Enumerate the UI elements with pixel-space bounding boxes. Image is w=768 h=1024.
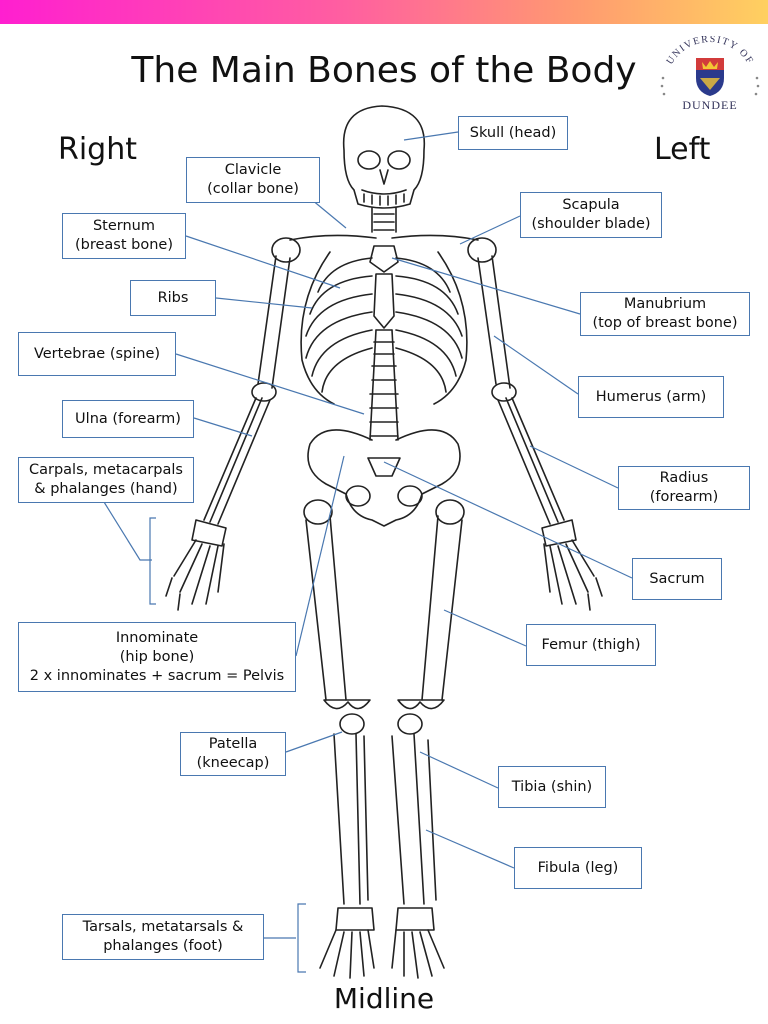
label-sternum: Sternum(breast bone) [62, 213, 186, 259]
label-scapula: Scapula(shoulder blade) [520, 192, 662, 238]
logo-name: DUNDEE [682, 98, 738, 112]
label-patella: Patella(kneecap) [180, 732, 286, 776]
left-side-label: Left [654, 132, 711, 167]
label-ulna: Ulna (forearm) [62, 400, 194, 438]
right-side-label: Right [58, 132, 137, 167]
label-sacrum: Sacrum [632, 558, 722, 600]
university-crest-icon: UNIVERSITY OF [660, 34, 760, 96]
label-clavicle: Clavicle(collar bone) [186, 157, 320, 203]
label-ribs: Ribs [130, 280, 216, 316]
label-humerus: Humerus (arm) [578, 376, 724, 418]
label-femur: Femur (thigh) [526, 624, 656, 666]
label-manubrium: Manubrium(top of breast bone) [580, 292, 750, 336]
page-title: The Main Bones of the Body [131, 50, 637, 91]
label-vertebrae: Vertebrae (spine) [18, 332, 176, 376]
label-tibia: Tibia (shin) [498, 766, 606, 808]
label-fibula: Fibula (leg) [514, 847, 642, 889]
label-skull: Skull (head) [458, 116, 568, 150]
midline-label: Midline [333, 982, 435, 1015]
label-tarsals: Tarsals, metatarsals &phalanges (foot) [62, 914, 264, 960]
label-innominate: Innominate(hip bone)2 x innominates + sa… [18, 622, 296, 692]
top-gradient-bar [0, 0, 768, 24]
label-carpals: Carpals, metacarpals& phalanges (hand) [18, 457, 194, 503]
label-radius: Radius(forearm) [618, 466, 750, 510]
university-logo: UNIVERSITY OF DUNDEE [652, 34, 768, 116]
